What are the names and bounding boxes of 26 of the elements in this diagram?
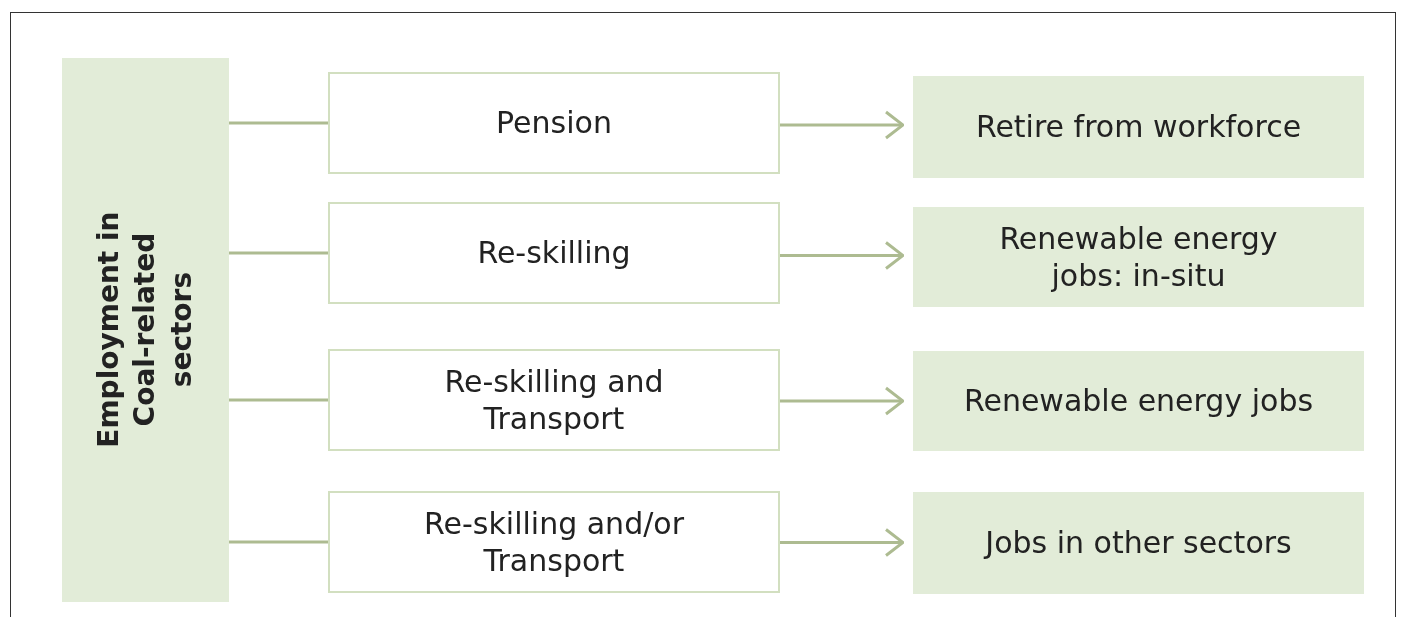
outcome-box bbox=[913, 351, 1364, 451]
pathway-box bbox=[328, 72, 780, 174]
box-label: Re-skilling and Transport bbox=[443, 362, 665, 438]
arrow bbox=[780, 110, 905, 140]
box-label: Renewable energy jobs bbox=[962, 382, 1315, 420]
box-label: Re-skilling bbox=[476, 234, 632, 272]
box-label: Pension bbox=[495, 104, 613, 142]
connector-line bbox=[229, 398, 328, 402]
arrow bbox=[780, 528, 905, 557]
outcome-box bbox=[913, 207, 1364, 307]
pathway-box bbox=[328, 491, 780, 593]
box-label: Renewable energy jobs: in-situ bbox=[998, 219, 1279, 295]
connector-line bbox=[229, 121, 328, 125]
outcome-box bbox=[913, 76, 1364, 178]
outcome-box bbox=[913, 492, 1364, 594]
connector-line bbox=[229, 540, 328, 544]
category-label: Employment in Coal-related sectors bbox=[90, 210, 199, 451]
arrow bbox=[780, 386, 905, 416]
connector-line bbox=[229, 251, 328, 255]
pathway-box bbox=[328, 349, 780, 451]
pathway-box bbox=[328, 202, 780, 304]
category-bar bbox=[62, 58, 229, 602]
box-label: Jobs in other sectors bbox=[982, 524, 1293, 562]
box-label: Re-skilling and/or Transport bbox=[423, 504, 685, 580]
arrow bbox=[780, 241, 905, 270]
box-label: Retire from workforce bbox=[974, 108, 1303, 146]
